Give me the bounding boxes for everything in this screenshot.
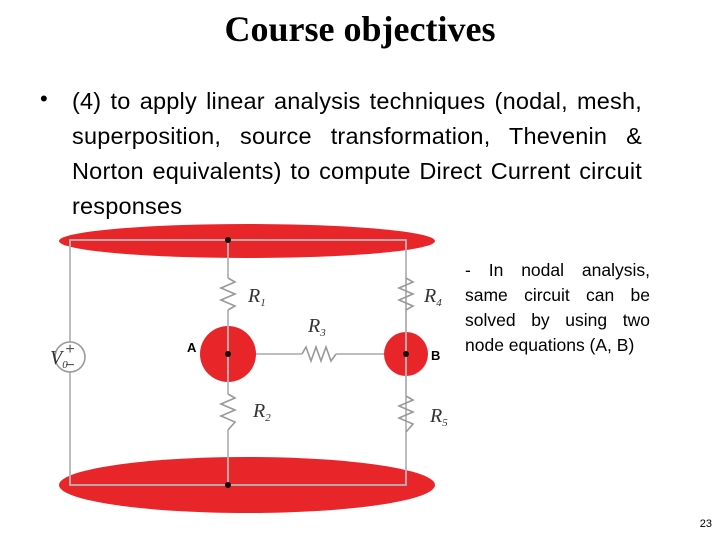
resistor-r4-label: R4 xyxy=(423,285,442,309)
node-a-label: A xyxy=(187,340,197,355)
circuit-diagram: + − V0 R1 R2 R3 R4 R5 A B xyxy=(50,224,448,513)
bullet-text: (4) to apply linear analysis techniques … xyxy=(72,88,642,219)
side-note: - In nodal analysis, same circuit can be… xyxy=(465,260,650,355)
resistor-r4 xyxy=(396,277,416,311)
resistor-r1-label: R1 xyxy=(247,285,266,309)
page-number: 23 xyxy=(699,518,712,530)
source-plus-sign: + xyxy=(65,341,74,358)
source-label: V0 xyxy=(50,347,68,371)
resistor-r5 xyxy=(396,395,416,433)
slide-title: Course objectives xyxy=(224,9,496,49)
bullet-marker: • xyxy=(40,86,48,111)
resistor-r3 xyxy=(301,344,337,364)
node-b-label: B xyxy=(431,348,440,363)
junction-dots xyxy=(225,237,409,488)
resistor-r5-label: R5 xyxy=(429,405,448,429)
resistor-r1 xyxy=(218,277,238,311)
top-node-highlight xyxy=(59,224,435,258)
resistor-r3-label: R3 xyxy=(307,315,326,339)
voltage-source: + − xyxy=(54,341,86,374)
source-minus-sign: − xyxy=(65,357,74,374)
resistor-r2-label: R2 xyxy=(252,400,271,424)
resistor-r2 xyxy=(218,393,238,431)
